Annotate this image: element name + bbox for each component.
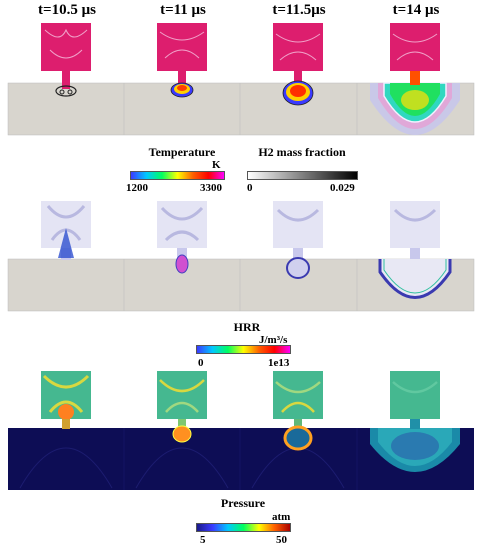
pressure-panel-1 bbox=[41, 371, 91, 429]
temperature-legend-max: 3300 bbox=[200, 182, 222, 194]
temp-panel-2 bbox=[157, 23, 207, 98]
h2-colorbar bbox=[247, 171, 358, 180]
temperature-legend-min: 1200 bbox=[126, 182, 148, 194]
temp-panel-4 bbox=[370, 23, 460, 135]
temperature-colorbar bbox=[130, 171, 225, 180]
h2-panel-4 bbox=[378, 201, 452, 299]
h2-panel-3 bbox=[273, 201, 323, 279]
pressure-panel-4 bbox=[370, 371, 460, 472]
hrr-legend-max: 1e13 bbox=[268, 357, 290, 369]
hrr-legend-unit: J/m³/s bbox=[259, 334, 288, 346]
pressure-panel-row bbox=[8, 371, 474, 490]
hrr-legend-title: HRR bbox=[233, 320, 261, 334]
temperature-panel-row bbox=[7, 23, 475, 136]
h2-panel-row bbox=[7, 201, 475, 312]
hrr-colorbar bbox=[196, 345, 291, 354]
h2-legend-min: 0 bbox=[247, 182, 253, 194]
h2-legend-max: 0.029 bbox=[330, 182, 355, 194]
pressure-panel-3 bbox=[273, 371, 323, 451]
pressure-panel-2 bbox=[157, 371, 207, 443]
temp-panel-3 bbox=[273, 23, 323, 106]
pressure-legend-max: 50 bbox=[276, 534, 287, 546]
h2-panel-2 bbox=[157, 201, 207, 274]
temperature-legend-unit: K bbox=[212, 159, 221, 171]
time-label-2: t=11 μs bbox=[160, 2, 206, 18]
h2-panel-1 bbox=[41, 201, 91, 260]
time-label-4: t=14 μs bbox=[392, 2, 440, 18]
pressure-legend-min: 5 bbox=[200, 534, 206, 546]
hrr-legend-min: 0 bbox=[198, 357, 204, 369]
pressure-legend-title: Pressure bbox=[220, 496, 266, 510]
temperature-legend-title: Temperature bbox=[148, 145, 216, 159]
pressure-colorbar bbox=[196, 523, 291, 532]
time-label-1: t=10.5 μs bbox=[38, 2, 96, 18]
pressure-legend-unit: atm bbox=[272, 511, 291, 523]
h2-legend-title: H2 mass fraction bbox=[258, 145, 346, 159]
temp-panel-1 bbox=[41, 23, 91, 97]
time-label-3: t=11.5μs bbox=[272, 2, 326, 18]
